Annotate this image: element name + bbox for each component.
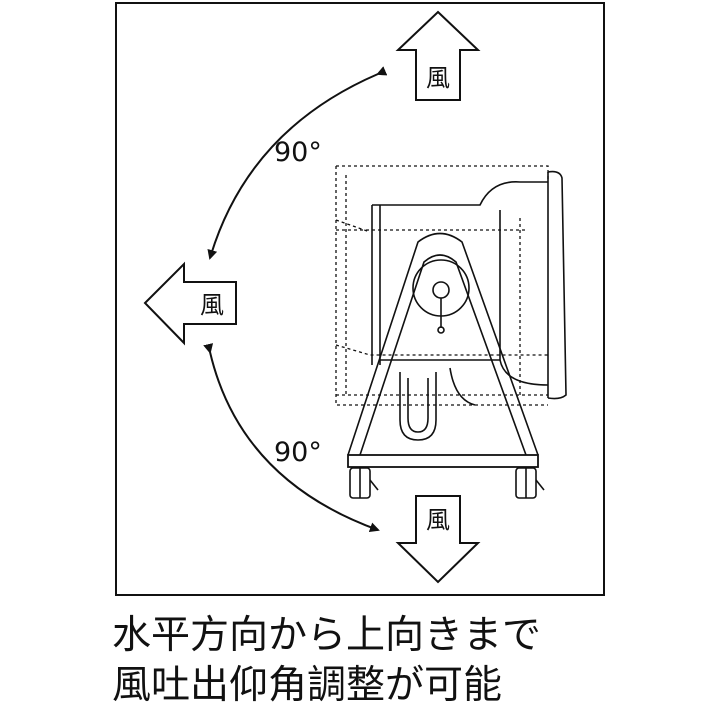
wind-arrow-up: 風 xyxy=(395,10,481,101)
angle-arc-lower xyxy=(203,343,380,532)
diagram-frame xyxy=(115,2,605,596)
wind-label-left: 風 xyxy=(200,291,224,319)
wind-label-up: 風 xyxy=(426,64,450,92)
caption-line-2: 風吐出仰角調整が可能 xyxy=(112,663,503,708)
wind-label-down: 風 xyxy=(426,506,450,534)
fan-illustration xyxy=(335,165,567,499)
angle-label-lower: 90° xyxy=(274,437,322,468)
angle-arc-upper xyxy=(207,66,388,260)
angle-label-upper: 90° xyxy=(274,137,322,168)
wind-arrow-down: 風 xyxy=(395,495,481,584)
caption-line-1: 水平方向から上向きまで xyxy=(112,613,542,658)
wind-arrow-left: 風 xyxy=(143,261,237,346)
